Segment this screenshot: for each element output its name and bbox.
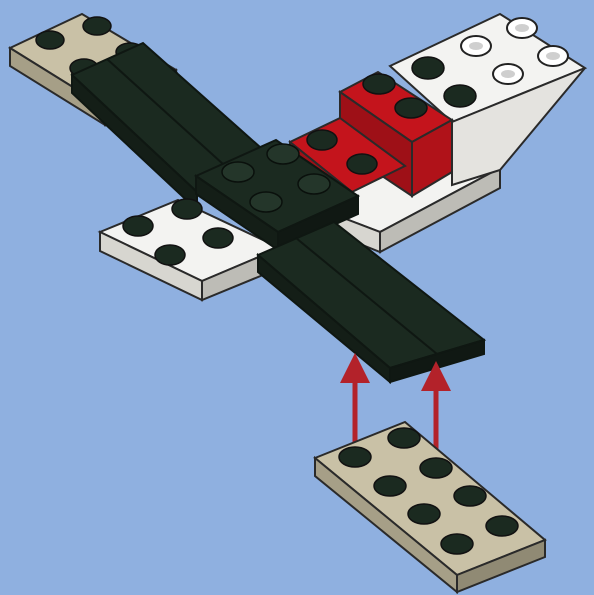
build-step-illustration [0,0,594,595]
